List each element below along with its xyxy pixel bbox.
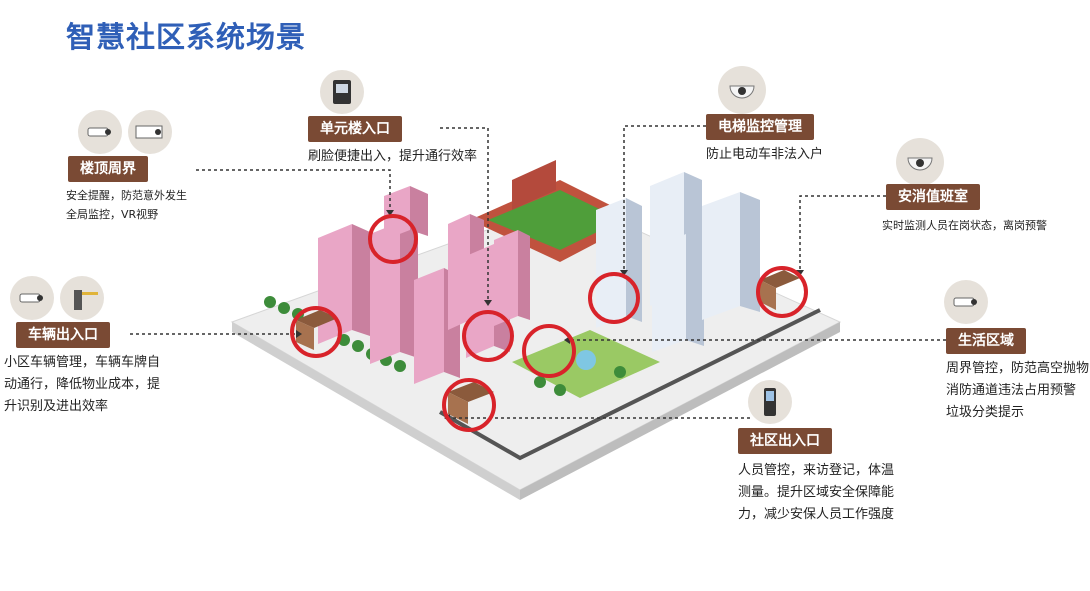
label-unit-entrance: 单元楼入口 (308, 116, 402, 142)
white-residential-buildings (596, 172, 760, 352)
desc-rooftop: 安全提醒，防范意外发生 全局监控，VR视野 (66, 189, 187, 221)
marker-unit-entrance (462, 310, 514, 362)
desc-living-area: 周界管控，防范高空抛物 消防通道违法占用预警 垃圾分类提示 (946, 361, 1090, 420)
marker-rooftop (368, 214, 418, 264)
barrier-gate-icon (60, 276, 104, 320)
label-living-area: 生活区域 (946, 328, 1026, 354)
marker-living-area (522, 324, 576, 378)
stadium-stand (512, 160, 556, 210)
access-terminal-icon (320, 70, 364, 114)
ground-edge (232, 322, 520, 500)
label-security-room: 安消值班室 (886, 184, 980, 210)
desc-community-gate: 人员管控，来访登记，体温 测量。提升区域安全保障能 力，减少安保人员工作强度 (738, 463, 895, 522)
fountain (576, 350, 596, 370)
label-elevator: 电梯监控管理 (706, 114, 814, 140)
bullet-camera-icon (10, 276, 54, 320)
label-community-gate: 社区出入口 (738, 428, 832, 454)
ground-edge-right (520, 322, 840, 500)
dome-camera-icon (718, 66, 766, 114)
marker-security-room (756, 266, 808, 318)
bullet-camera-icon (78, 110, 122, 154)
bullet-camera-icon (944, 280, 988, 324)
connector-lines (130, 125, 946, 419)
label-vehicle: 车辆出入口 (16, 322, 110, 348)
sports-field-grass (488, 190, 622, 250)
desc-vehicle: 小区车辆管理，车辆车牌自 动通行，降低物业成本，提 升识别及进出效率 (4, 355, 161, 414)
desc-unit-entrance: 刷脸便捷出入，提升通行效率 (308, 149, 478, 164)
marker-community-gate (442, 378, 496, 432)
desc-security-room: 实时监测人员在岗状态，离岗预警 (882, 219, 1047, 232)
dome-camera-icon (896, 138, 944, 186)
face-terminal-icon (748, 380, 792, 424)
desc-elevator: 防止电动车非法入户 (706, 147, 824, 162)
page-title: 智慧社区系统场景 (66, 20, 307, 54)
label-rooftop: 楼顶周界 (68, 156, 148, 182)
marker-vehicle (290, 306, 342, 358)
marker-elevator (588, 272, 640, 324)
box-camera-icon (128, 110, 172, 154)
